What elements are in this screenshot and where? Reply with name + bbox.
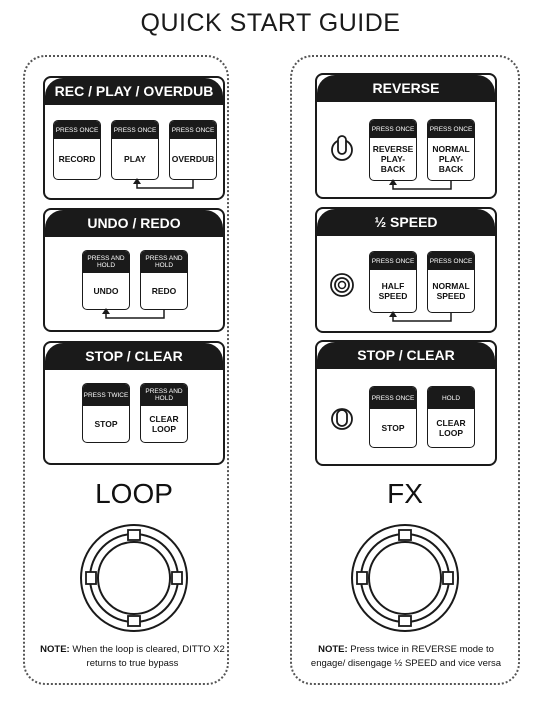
fx-stop-clear-panel: STOP / CLEAR PRESS ONCE STOP HOLD CLEAR … (315, 340, 497, 466)
button-label: REDO (151, 286, 177, 296)
panel-header: UNDO / REDO (45, 210, 223, 237)
undo-redo-panel: UNDO / REDO PRESS AND HOLD UNDO PRESS AN… (43, 208, 225, 332)
stop-button: PRESS TWICE STOP (82, 383, 130, 443)
button-instruction: PRESS ONCE (370, 252, 416, 270)
normal-speed-button: PRESS ONCE NORMAL SPEED (427, 251, 475, 313)
loop-arrow-icon (389, 311, 452, 322)
button-label: REVERSE PLAY-BACK (372, 144, 414, 174)
button-label: NORMAL SPEED (432, 281, 470, 301)
toggle-switch-icon (331, 135, 353, 161)
clear-loop-button: PRESS AND HOLD CLEAR LOOP (140, 383, 188, 443)
button-instruction: PRESS AND HOLD (141, 251, 187, 273)
note-label: NOTE: (40, 644, 70, 655)
loop-arrow-icon (102, 308, 165, 319)
fx-footswitch-icon (351, 524, 459, 632)
reverse-panel: REVERSE PRESS ONCE REVERSE PLAY-BACK PRE… (315, 73, 497, 199)
button-instruction: PRESS ONCE (170, 121, 216, 139)
rec-play-overdub-panel: REC / PLAY / OVERDUB PRESS ONCE RECORD P… (43, 76, 225, 200)
panel-header: REVERSE (317, 75, 495, 102)
loop-column (23, 55, 229, 685)
button-label: STOP (94, 419, 118, 429)
panel-header: STOP / CLEAR (45, 343, 223, 370)
loop-arrow-icon (133, 178, 194, 189)
button-instruction: HOLD (428, 387, 474, 409)
button-instruction: PRESS AND HOLD (141, 384, 187, 406)
stop-clear-panel: STOP / CLEAR PRESS TWICE STOP PRESS AND … (43, 341, 225, 465)
play-button: PRESS ONCE PLAY (111, 120, 159, 180)
undo-button: PRESS AND HOLD UNDO (82, 250, 130, 310)
fx-stop-button: PRESS ONCE STOP (369, 386, 417, 448)
toggle-switch-icon (330, 273, 354, 297)
toggle-switch-icon (331, 408, 353, 430)
half-speed-button: PRESS ONCE HALF SPEED (369, 251, 417, 313)
panel-header: ½ SPEED (317, 209, 495, 236)
panel-header: REC / PLAY / OVERDUB (45, 78, 223, 105)
loop-footswitch-icon (80, 524, 188, 632)
note-label: NOTE: (318, 644, 348, 655)
loop-label: LOOP (95, 478, 173, 509)
button-label: CLEAR LOOP (436, 418, 466, 438)
redo-button: PRESS AND HOLD REDO (140, 250, 188, 310)
button-instruction: PRESS ONCE (54, 121, 100, 139)
fx-column (290, 55, 520, 685)
overdub-button: PRESS ONCE OVERDUB (169, 120, 217, 180)
button-label: PLAY (124, 154, 146, 164)
button-instruction: PRESS TWICE (83, 384, 129, 406)
half-speed-panel: ½ SPEED PRESS ONCE HALF SPEED PRESS ONCE… (315, 207, 497, 333)
button-instruction: PRESS ONCE (370, 120, 416, 138)
button-label: UNDO (93, 286, 119, 296)
panel-header: STOP / CLEAR (317, 342, 495, 369)
loop-note: NOTE: When the loop is cleared, DITTO X2… (40, 643, 225, 671)
button-label: OVERDUB (171, 154, 215, 164)
loop-arrow-icon (389, 179, 452, 190)
button-instruction: PRESS ONCE (112, 121, 158, 139)
normal-playback-button: PRESS ONCE NORMAL PLAY-BACK (427, 119, 475, 181)
record-button: PRESS ONCE RECORD (53, 120, 101, 180)
button-label: STOP (381, 423, 405, 433)
fx-clear-loop-button: HOLD CLEAR LOOP (427, 386, 475, 448)
button-instruction: PRESS ONCE (428, 252, 474, 270)
button-instruction: PRESS ONCE (428, 120, 474, 138)
button-label: NORMAL PLAY-BACK (432, 144, 470, 174)
note-text: When the loop is cleared, DITTO X2 retur… (72, 644, 225, 669)
button-label: HALF SPEED (378, 281, 408, 301)
page-title: QUICK START GUIDE (140, 9, 401, 37)
button-instruction: PRESS AND HOLD (83, 251, 129, 273)
fx-note: NOTE: Press twice in REVERSE mode to eng… (306, 643, 506, 671)
button-instruction: PRESS ONCE (370, 387, 416, 409)
note-text: Press twice in REVERSE mode to engage/ d… (310, 644, 502, 669)
button-label: RECORD (58, 154, 96, 164)
button-label: CLEAR LOOP (149, 414, 179, 434)
fx-label: FX (387, 478, 423, 509)
